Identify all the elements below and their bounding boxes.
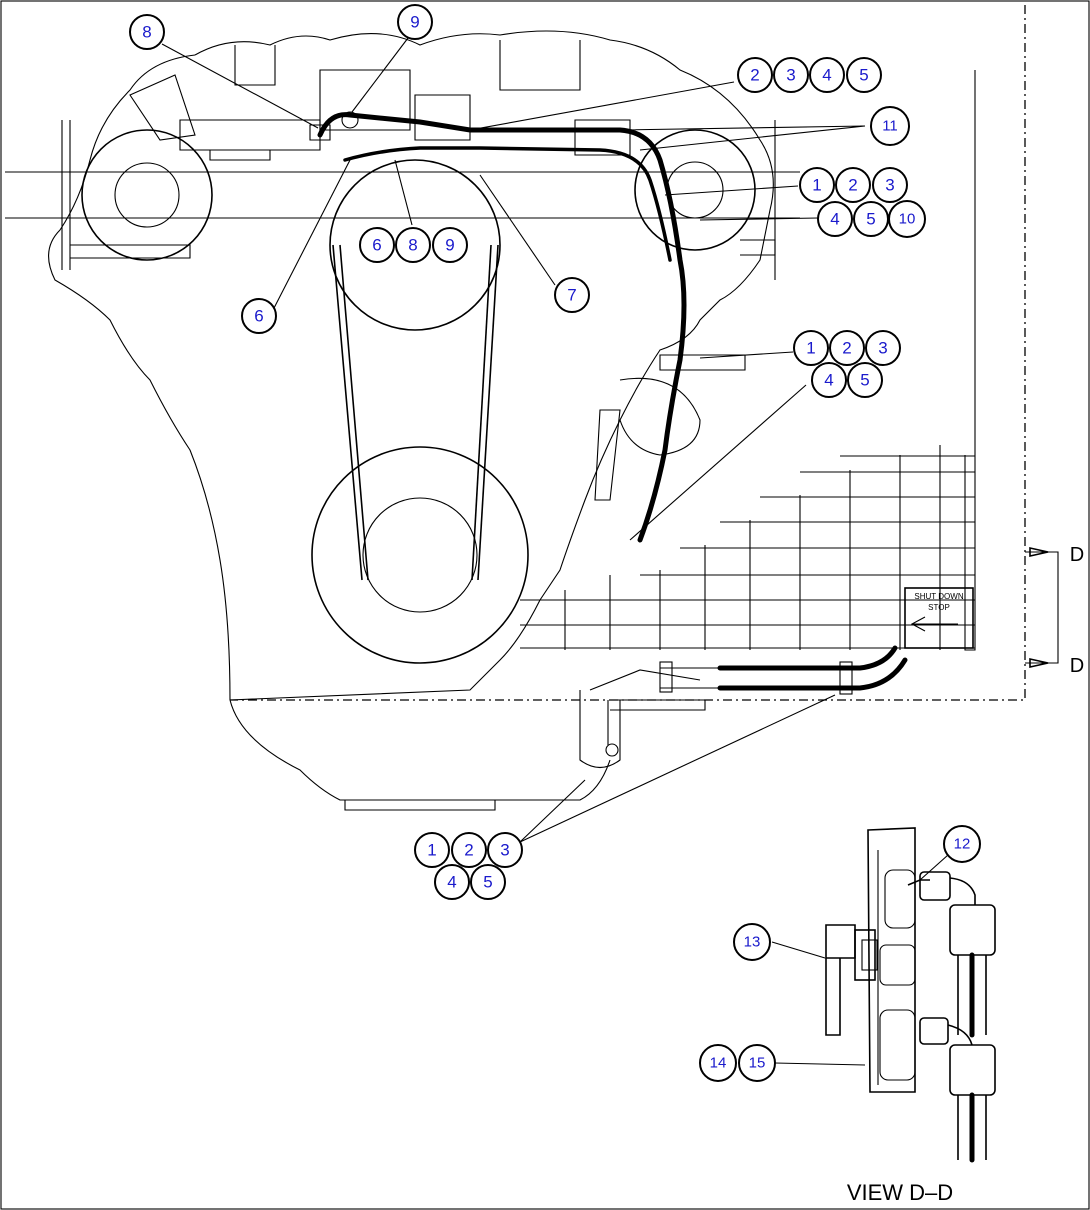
callout-10: 10 [888,200,926,238]
callout-4-b: 4 [811,362,847,398]
hoses [309,111,908,695]
svg-text:8: 8 [408,236,417,255]
callout-13: 13 [733,923,771,961]
section-mark-top: D [1070,544,1084,566]
callout-11: 11 [870,106,910,146]
svg-text:4: 4 [824,371,833,390]
svg-text:3: 3 [878,339,887,358]
callout-2-c: 2 [451,832,487,868]
svg-text:2: 2 [848,176,857,195]
plate-text-1: SHUT DOWN [914,592,963,601]
svg-text:4: 4 [830,210,839,229]
svg-text:9: 9 [410,13,419,32]
svg-text:14: 14 [710,1055,727,1072]
svg-text:9: 9 [445,236,454,255]
svg-text:6: 6 [254,307,263,326]
view-label: VIEW D–D [847,1180,953,1205]
svg-text:2: 2 [464,841,473,860]
svg-text:12: 12 [954,836,971,853]
svg-text:3: 3 [885,176,894,195]
callout-9-top: 9 [397,4,433,40]
plate-text-2: STOP [928,603,950,612]
svg-text:4: 4 [822,66,831,85]
svg-text:5: 5 [859,66,868,85]
svg-text:1: 1 [427,841,436,860]
callout-3-b: 3 [865,330,901,366]
callout-3-top: 3 [773,57,809,93]
callout-1-b: 1 [793,330,829,366]
callout-2-top: 2 [737,57,773,93]
svg-text:6: 6 [372,236,381,255]
callout-4-c: 4 [434,864,470,900]
svg-text:4: 4 [447,873,456,892]
callout-5-b: 5 [847,362,883,398]
cooler-grid: SHUT DOWN STOP [520,70,976,651]
callout-1-a: 1 [799,167,835,203]
callout-8-mid: 8 [395,227,431,263]
svg-text:3: 3 [500,841,509,860]
callout-5-a: 5 [853,201,889,237]
callout-9-mid: 9 [432,227,468,263]
callout-3-a: 3 [872,167,908,203]
engine-outline [5,30,800,811]
svg-text:5: 5 [866,210,875,229]
svg-text:1: 1 [806,339,815,358]
svg-text:5: 5 [860,371,869,390]
svg-text:11: 11 [882,118,898,135]
svg-text:3: 3 [786,66,795,85]
callout-2-a: 2 [835,167,871,203]
svg-text:7: 7 [567,286,576,305]
svg-text:8: 8 [142,23,151,42]
callout-1-c: 1 [414,832,450,868]
svg-text:13: 13 [744,934,761,951]
callout-4-top: 4 [809,57,845,93]
callout-7: 7 [554,277,590,313]
callout-8-top: 8 [129,14,165,50]
leader-lines [161,37,866,843]
callout-5-top: 5 [846,57,882,93]
svg-text:1: 1 [812,176,821,195]
svg-text:2: 2 [750,66,759,85]
callout-3-c: 3 [487,832,523,868]
callout-2-b: 2 [829,330,865,366]
callout-5-c: 5 [470,864,506,900]
callout-14: 14 [699,1044,737,1082]
svg-text:10: 10 [899,211,916,228]
svg-text:2: 2 [842,339,851,358]
svg-text:5: 5 [483,873,492,892]
callout-6-mid: 6 [359,227,395,263]
callout-12: 12 [943,825,981,863]
callouts: 8 9 2 3 4 5 11 1 2 3 4 5 10 6 8 9 6 7 1 … [129,4,981,1082]
svg-text:15: 15 [749,1055,766,1072]
section-mark-bottom: D [1070,655,1084,677]
section-arrows: D D [1025,544,1084,677]
view-dd-detail: VIEW D–D [771,827,996,1205]
callout-6-left: 6 [241,298,277,334]
callout-15: 15 [738,1044,776,1082]
callout-4-a: 4 [817,201,853,237]
